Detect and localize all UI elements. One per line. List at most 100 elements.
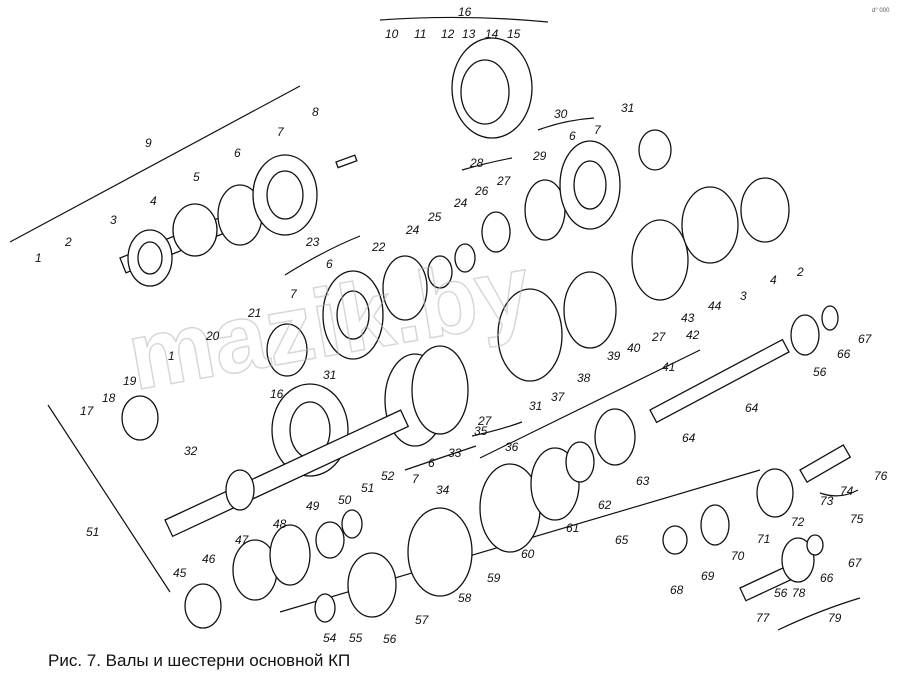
callout-label-7: 7 xyxy=(290,287,298,301)
callout-label-6: 6 xyxy=(569,129,576,143)
callout-label-54: 54 xyxy=(323,631,337,645)
callout-label-31: 31 xyxy=(323,368,336,382)
callout-label-1: 1 xyxy=(35,251,42,265)
callout-label-59: 59 xyxy=(487,571,501,585)
callout-label-42: 42 xyxy=(686,328,700,342)
callout-label-79: 79 xyxy=(828,611,842,625)
callout-label-78: 78 xyxy=(792,586,806,600)
callout-label-34: 34 xyxy=(436,483,450,497)
callout-label-6: 6 xyxy=(428,456,435,470)
callout-label-37: 37 xyxy=(551,390,566,404)
callout-label-64: 64 xyxy=(682,431,696,445)
callout-label-6: 6 xyxy=(326,257,333,271)
callout-label-71: 71 xyxy=(757,532,770,546)
callout-label-51: 51 xyxy=(86,525,99,539)
callout-label-36: 36 xyxy=(505,440,519,454)
callout-label-7: 7 xyxy=(594,123,602,137)
callout-label-38: 38 xyxy=(577,371,591,385)
callout-label-55: 55 xyxy=(349,631,363,645)
callout-label-24: 24 xyxy=(453,196,468,210)
callout-label-32: 32 xyxy=(184,444,198,458)
callout-label-9: 9 xyxy=(145,136,152,150)
callout-label-20: 20 xyxy=(205,329,220,343)
callout-label-16: 16 xyxy=(270,387,284,401)
callout-label-48: 48 xyxy=(273,517,287,531)
callout-label-45: 45 xyxy=(173,566,187,580)
callout-label-70: 70 xyxy=(731,549,745,563)
callout-label-50: 50 xyxy=(338,493,352,507)
callout-label-39: 39 xyxy=(607,349,621,363)
callout-label-30: 30 xyxy=(554,107,568,121)
corner-mark: d° 000 xyxy=(872,8,890,14)
callout-label-68: 68 xyxy=(670,583,684,597)
callout-label-4: 4 xyxy=(150,194,157,208)
callout-label-46: 46 xyxy=(202,552,216,566)
callout-label-52: 52 xyxy=(381,469,395,483)
callout-label-25: 25 xyxy=(427,210,442,224)
callout-label-51: 51 xyxy=(361,481,374,495)
callout-label-27: 27 xyxy=(651,330,667,344)
callout-label-17: 17 xyxy=(80,404,95,418)
callout-label-24: 24 xyxy=(405,223,420,237)
callout-label-33: 33 xyxy=(448,446,462,460)
callout-label-5: 5 xyxy=(193,170,200,184)
callout-label-76: 76 xyxy=(874,469,888,483)
callout-label-14: 14 xyxy=(485,27,499,41)
callout-label-67: 67 xyxy=(848,556,863,570)
callout-label-3: 3 xyxy=(110,213,117,227)
callout-label-74: 74 xyxy=(840,484,854,498)
callout-label-73: 73 xyxy=(820,494,834,508)
callout-label-69: 69 xyxy=(701,569,715,583)
callout-label-3: 3 xyxy=(740,289,747,303)
callout-label-41: 41 xyxy=(662,360,675,374)
callout-label-27: 27 xyxy=(477,414,493,428)
callout-label-43: 43 xyxy=(681,311,695,325)
callout-label-35: 35 xyxy=(474,424,488,438)
callout-label-77: 77 xyxy=(756,611,771,625)
callout-label-66: 66 xyxy=(837,347,851,361)
callout-label-19: 19 xyxy=(123,374,137,388)
callout-label-40: 40 xyxy=(627,341,641,355)
callout-label-27: 27 xyxy=(496,174,512,188)
callout-label-2: 2 xyxy=(64,235,72,249)
callout-label-63: 63 xyxy=(636,474,650,488)
callout-label-7: 7 xyxy=(277,125,285,139)
callout-label-15: 15 xyxy=(507,27,521,41)
callout-label-64: 64 xyxy=(745,401,759,415)
callout-label-22: 22 xyxy=(371,240,386,254)
callout-label-11: 11 xyxy=(414,27,426,41)
callout-label-61: 61 xyxy=(566,521,579,535)
callout-label-16: 16 xyxy=(458,5,472,19)
callout-label-31: 31 xyxy=(621,101,634,115)
callout-label-29: 29 xyxy=(532,149,547,163)
callout-label-66: 66 xyxy=(820,571,834,585)
figure-caption: Рис. 7. Валы и шестерни основной КП xyxy=(48,651,351,670)
callout-label-56: 56 xyxy=(813,365,827,379)
callout-label-60: 60 xyxy=(521,547,535,561)
callout-label-56: 56 xyxy=(774,586,788,600)
callout-label-72: 72 xyxy=(791,515,805,529)
callout-label-65: 65 xyxy=(615,533,629,547)
callout-label-31: 31 xyxy=(529,399,542,413)
callout-label-21: 21 xyxy=(247,306,261,320)
callout-label-28: 28 xyxy=(469,156,484,170)
callout-label-2: 2 xyxy=(796,265,804,279)
callout-label-56: 56 xyxy=(383,632,397,646)
callout-label-1: 1 xyxy=(168,349,175,363)
callout-label-7: 7 xyxy=(412,472,420,486)
callout-label-13: 13 xyxy=(462,27,476,41)
callout-label-23: 23 xyxy=(305,235,320,249)
shaft-drawings xyxy=(119,37,852,629)
callout-label-6: 6 xyxy=(234,146,241,160)
callout-label-58: 58 xyxy=(458,591,472,605)
callout-label-75: 75 xyxy=(850,512,864,526)
callout-label-49: 49 xyxy=(306,499,320,513)
callout-label-18: 18 xyxy=(102,391,116,405)
callout-label-4: 4 xyxy=(770,273,777,287)
callout-label-57: 57 xyxy=(415,613,430,627)
callout-label-67: 67 xyxy=(858,332,873,346)
callout-label-62: 62 xyxy=(598,498,612,512)
callout-label-12: 12 xyxy=(441,27,455,41)
